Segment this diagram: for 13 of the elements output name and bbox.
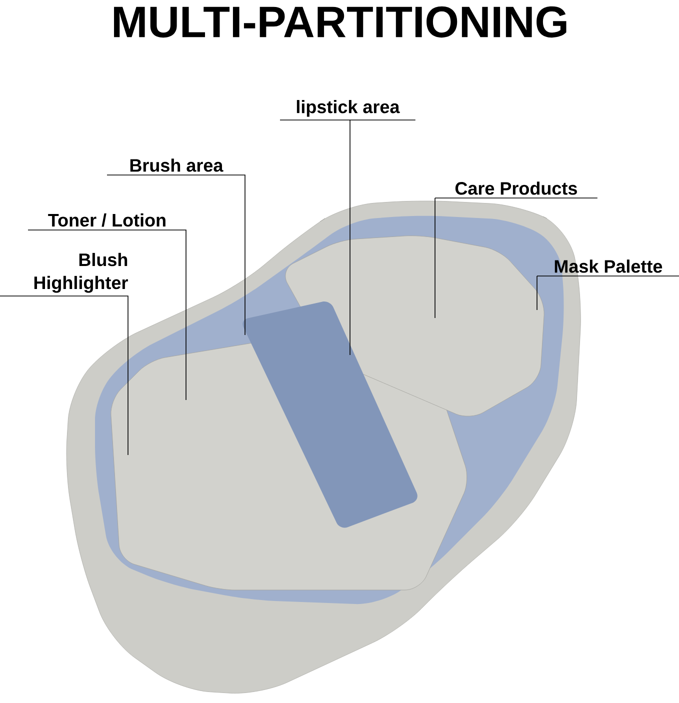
callout-label: Brush area — [130, 158, 224, 172]
leader-line — [280, 120, 416, 356]
leader-line — [28, 230, 187, 400]
title: MULTI-PARTITIONING — [114, 6, 566, 38]
leader-line — [536, 276, 679, 310]
callout-label: Toner / Lotion — [48, 213, 166, 227]
leader-line — [0, 296, 129, 456]
callout-label: Blush Highlighter — [34, 252, 128, 293]
callout-label: Mask Palette — [554, 260, 662, 273]
callout-label: Care Products — [455, 182, 577, 195]
leader-line — [106, 174, 246, 336]
leader-line — [434, 198, 598, 318]
callout-label: lipstick area — [296, 100, 400, 117]
